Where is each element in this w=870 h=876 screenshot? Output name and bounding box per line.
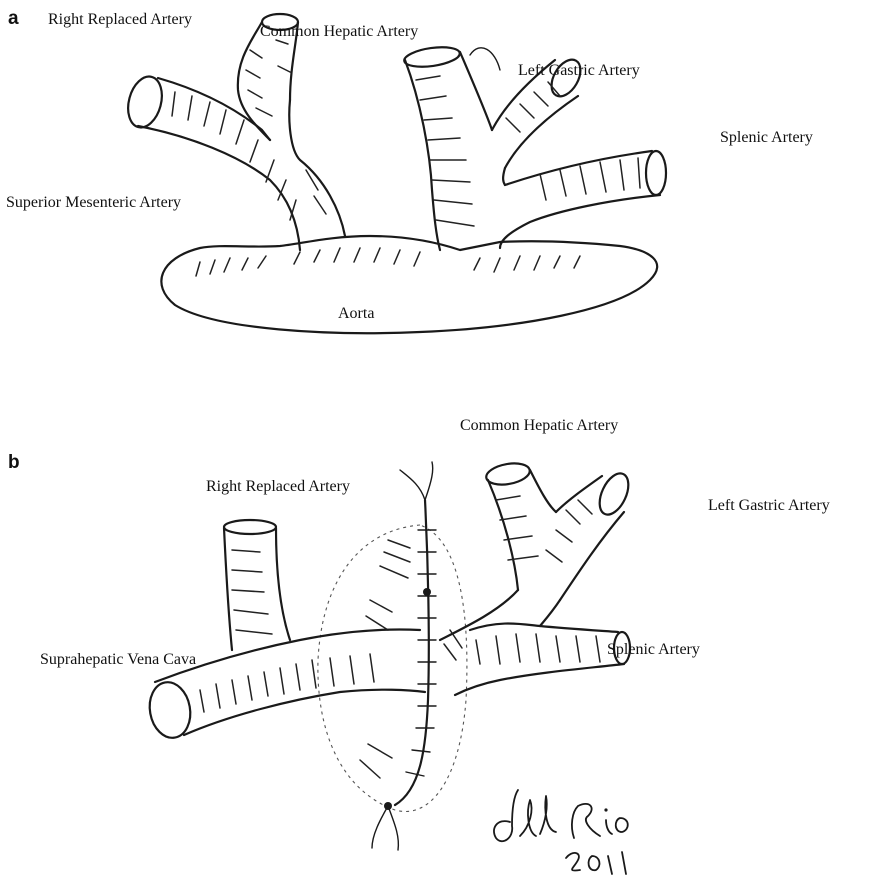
patch-hatching — [360, 540, 410, 778]
celiac-hatching-b — [444, 496, 600, 664]
suture-knot-mid — [423, 588, 431, 596]
label-right-replaced-artery-a: Right Replaced Artery — [48, 11, 192, 28]
panel-a: a — [6, 8, 813, 333]
suture-tail-top — [400, 470, 425, 500]
sma-hatching — [172, 40, 326, 220]
label-common-hepatic-artery-b: Common Hepatic Artery — [460, 417, 618, 434]
label-common-hepatic-artery-a: Common Hepatic Artery — [260, 23, 418, 40]
label-splenic-artery-b: Splenic Artery — [607, 641, 700, 658]
suture-stitches — [406, 530, 436, 776]
label-left-gastric-artery-b: Left Gastric Artery — [708, 497, 830, 514]
aorta-drawing — [161, 236, 657, 333]
suture-tail-top-2 — [425, 462, 433, 500]
artist-signature — [494, 790, 628, 874]
aortic-patch-drawing — [318, 462, 467, 850]
panel-b: b — [8, 417, 830, 850]
sma-branch-drawing — [123, 14, 345, 250]
label-superior-mesenteric-artery-a: Superior Mesenteric Artery — [6, 194, 181, 211]
panel-b-letter: b — [8, 452, 20, 473]
label-splenic-artery-a: Splenic Artery — [720, 129, 813, 146]
suture-tail-bottom-2 — [388, 806, 398, 850]
label-suprahepatic-vena-cava-b: Suprahepatic Vena Cava — [40, 651, 196, 668]
celiac-hatching — [416, 76, 640, 226]
label-right-replaced-artery-b: Right Replaced Artery — [206, 478, 350, 495]
aorta-hatching — [196, 248, 580, 276]
panel-a-letter: a — [8, 8, 19, 29]
celiac-branches-b — [440, 460, 634, 695]
suture-knot — [384, 802, 392, 810]
label-left-gastric-artery-a: Left Gastric Artery — [518, 62, 640, 79]
suture-line — [395, 500, 429, 805]
vena-cava-drawing — [145, 520, 425, 741]
label-aorta-a: Aorta — [338, 305, 374, 322]
ligament-sketch — [470, 48, 500, 70]
suture-tail-bottom — [372, 806, 388, 848]
